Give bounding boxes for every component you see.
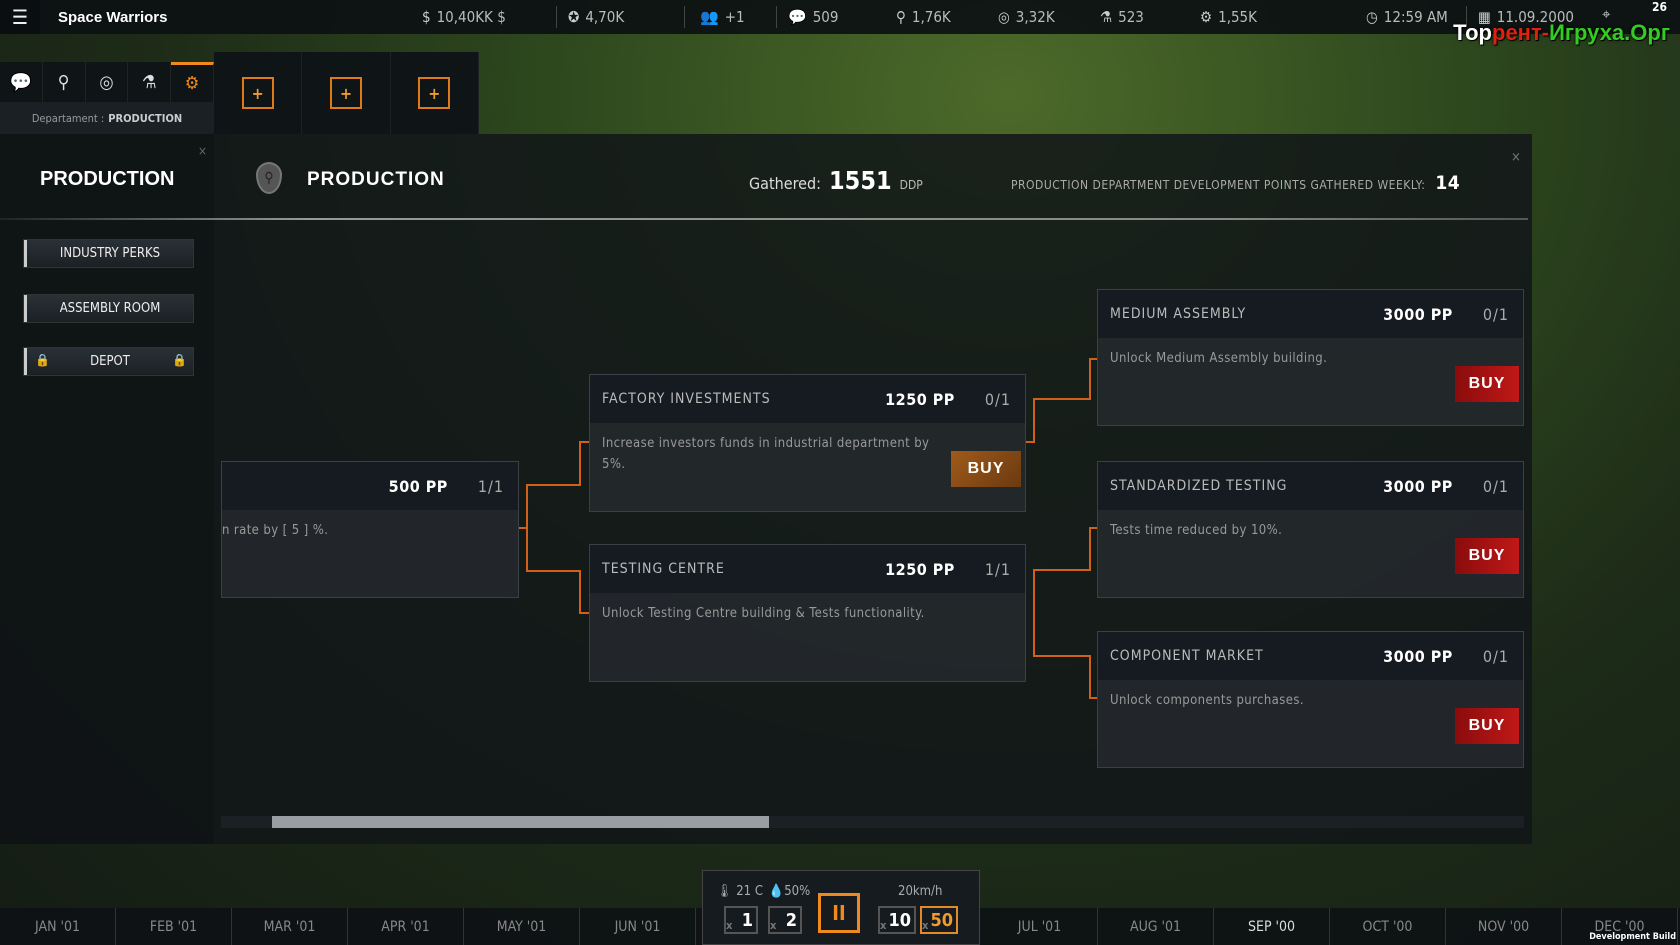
add-slot-button[interactable]: + [214,52,303,134]
tab-marketing[interactable]: 💬 [0,62,43,102]
reputation-icon: ✪ [568,8,580,26]
sidebar-title: PRODUCTION [40,168,175,190]
clock: ◷12:59 AM [1366,8,1448,26]
lock-icon: 🔒 [172,353,187,367]
money-stat[interactable]: $10,40KK $ [422,8,506,26]
plus-icon: + [418,77,451,109]
plus-icon: + [329,77,362,109]
gear-icon: ⚙ [1200,8,1213,26]
timeline-month[interactable]: DEC '00 [1562,908,1678,945]
drop-icon: 💧 [768,884,785,899]
money-icon: $ [422,8,431,26]
timeline-month[interactable]: FEB '01 [116,908,232,945]
sidebar-close-icon[interactable]: × [198,144,208,158]
staff-stat[interactable]: 👥+1 [700,8,745,26]
flask-icon: ⚗ [142,71,157,93]
close-icon[interactable]: × [1511,150,1521,165]
reputation-stat[interactable]: ✪4,70K [568,8,625,26]
target-icon[interactable]: ⌖ [1602,5,1611,23]
timeline-month[interactable]: AUG '01 [1098,908,1214,945]
location-icon: ⚲ [57,71,70,93]
divider [1466,6,1467,28]
notification-count: 26 [1652,0,1668,14]
location-icon: ⚲ [896,8,906,26]
buy-button[interactable]: BUY [1455,708,1519,744]
department-label: Departament :PRODUCTION [0,102,214,134]
scrollbar-thumb[interactable] [272,816,769,828]
chat-icon: 💬 [788,8,807,26]
sidebar-item-industry-perks[interactable]: INDUSTRY PERKS [24,240,193,267]
lock-icon: 🔒 [35,353,50,367]
timeline-month[interactable]: SEP '00 [1214,908,1330,945]
timeline-month[interactable]: OCT '00 [1330,908,1446,945]
timeline-month[interactable]: JUN '01 [580,908,696,945]
tab-research[interactable]: ⚗ [128,62,172,102]
divider [556,6,557,28]
watermark: Торрент-Игруха.Орг [1453,20,1670,45]
divider [776,6,777,28]
timeline-month[interactable]: NOV '00 [1446,908,1562,945]
sidebar-item-depot[interactable]: 🔒DEPOT🔒 [24,348,193,375]
top-bar: ☰ Space Warriors [0,0,1680,34]
flask-icon: ⚗ [1100,8,1113,26]
timeline-month[interactable]: MAR '01 [232,908,348,945]
dev-build-label: Development Build [1589,932,1676,942]
wind: 20km/h [898,884,943,899]
pause-button[interactable]: II [818,893,860,933]
gear-icon: ⚙ [184,73,200,94]
add-slot-button[interactable]: + [391,52,479,134]
coins-icon: ◎ [99,71,114,93]
thermometer-icon: 🌡 [716,884,733,899]
add-slot-button[interactable]: + [302,52,391,134]
date: ▦11.09.2000 [1478,8,1575,26]
buy-button[interactable]: BUY [951,451,1021,487]
tab-hr[interactable]: ⚲ [43,62,86,102]
weekly-points: PRODUCTION DEPARTMENT DEVELOPMENT POINTS… [1011,172,1461,194]
divider [684,6,685,28]
chat-stat[interactable]: 💬509 [788,8,839,26]
clock-icon: ◷ [1366,8,1378,26]
tab-finance[interactable]: ◎ [86,62,129,102]
production-stat[interactable]: ⚙1,55K [1200,8,1257,26]
menu-icon[interactable]: ☰ [0,0,40,34]
tab-production[interactable]: ⚙ [171,62,214,102]
staff-icon: 👥 [700,8,719,26]
header-divider [0,218,1528,220]
plus-icon: + [241,77,274,109]
timeline-month[interactable]: MAY '01 [464,908,580,945]
panel-title: PRODUCTION [307,169,445,190]
production-badge-icon: ⚲ [256,162,282,194]
research-stat[interactable]: ⚗523 [1100,8,1144,26]
calendar-icon: ▦ [1478,8,1491,26]
game-title: Space Warriors [58,8,168,26]
building-slots: + + + [214,52,479,134]
buy-button[interactable]: BUY [1455,538,1519,574]
timeline-month[interactable]: JAN '01 [0,908,116,945]
temperature: 🌡 21 C [716,884,763,899]
timeline-month[interactable]: JUL '01 [982,908,1098,945]
buy-button[interactable]: BUY [1455,366,1519,402]
sidebar-item-assembly-room[interactable]: ASSEMBLY ROOM [24,295,193,322]
location-stat[interactable]: ⚲1,76K [896,8,951,26]
coins-icon: ◎ [998,8,1010,26]
department-tabs: 💬 ⚲ ◎ ⚗ ⚙ [0,62,214,102]
chat-icon: 💬 [9,71,33,93]
timeline-month[interactable]: APR '01 [348,908,464,945]
coins-stat[interactable]: ◎3,32K [998,8,1055,26]
humidity: 💧50% [768,884,811,899]
